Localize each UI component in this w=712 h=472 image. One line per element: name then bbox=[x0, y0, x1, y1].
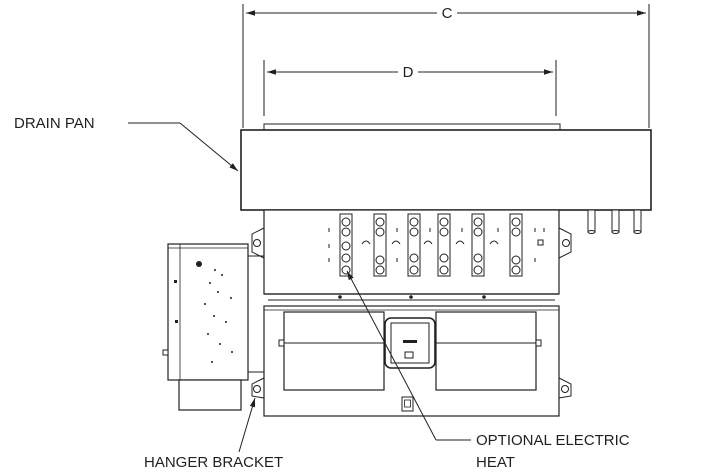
hanger-bracket-label: HANGER BRACKET bbox=[144, 454, 283, 471]
piping-connections bbox=[587, 209, 642, 234]
optional-electric-heat-label-line1: OPTIONAL ELECTRIC bbox=[476, 432, 630, 449]
hanger-bracket-leader bbox=[238, 397, 256, 453]
left-blower-housing bbox=[283, 311, 385, 391]
drain-pan-leader bbox=[128, 122, 239, 172]
dimension-c-label: C bbox=[442, 5, 453, 22]
blower-section bbox=[251, 305, 572, 417]
right-blower-housing bbox=[435, 311, 537, 391]
dimension-d-label: D bbox=[403, 64, 414, 81]
electric-heater-elements bbox=[328, 213, 545, 277]
optional-electric-heat-leader bbox=[346, 270, 471, 441]
optional-electric-heat-label-line2: HEAT bbox=[476, 454, 515, 471]
dimension-c: C bbox=[242, 4, 650, 128]
drain-pan bbox=[240, 123, 652, 211]
blower-motor bbox=[384, 317, 436, 369]
coil-section bbox=[251, 209, 572, 301]
drain-pan-label: DRAIN PAN bbox=[14, 115, 95, 132]
control-box bbox=[162, 243, 264, 411]
dimension-d: D bbox=[263, 60, 557, 116]
